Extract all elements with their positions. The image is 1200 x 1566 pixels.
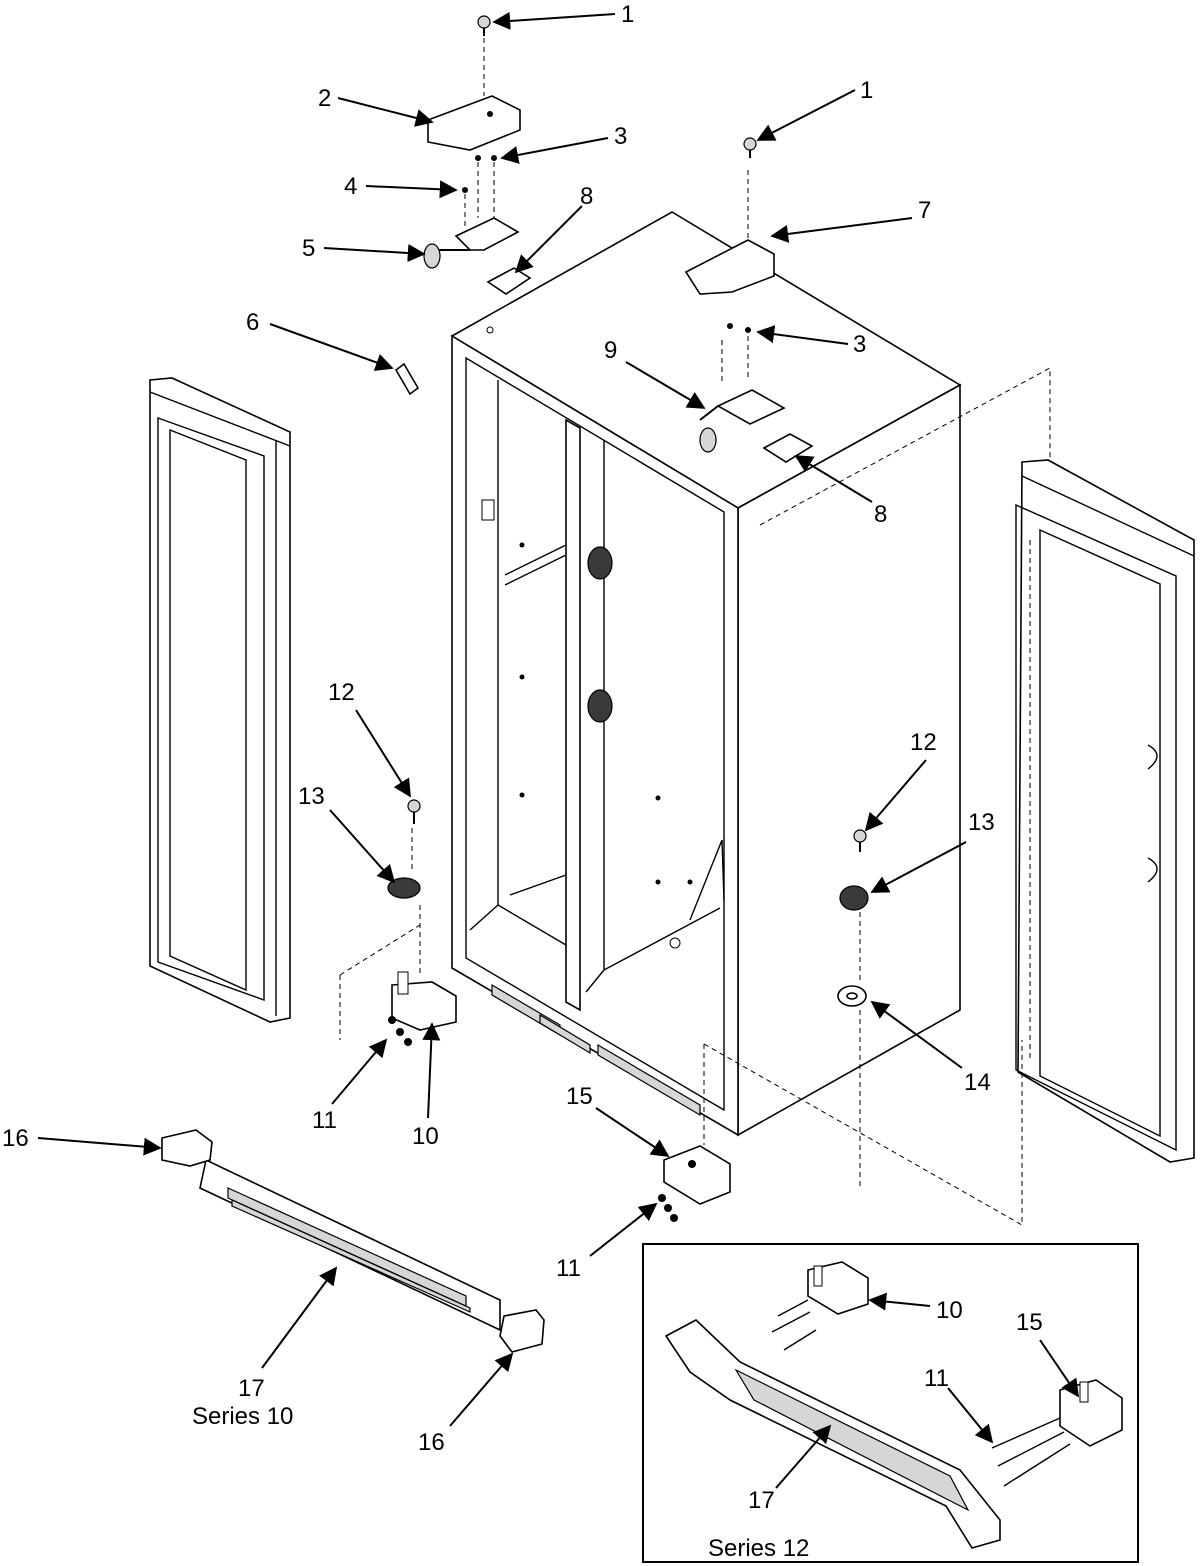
top-left-hinge-assembly (423, 15, 532, 295)
grille-series-10 (161, 1129, 545, 1353)
callout-11-series-12: 11 (924, 1365, 949, 1392)
callout-10: 10 (412, 1123, 439, 1150)
lower-left-hinge-assembly (339, 799, 457, 1046)
callout-17-series-12: 17 (748, 1487, 775, 1514)
lower-right-hinge-assembly (658, 367, 1051, 1226)
callout-9: 9 (604, 337, 617, 364)
fresh-food-door (1015, 459, 1195, 1163)
callout-3-right: 3 (853, 331, 866, 358)
callout-14: 14 (964, 1069, 991, 1096)
series-12-caption: Series 12 (708, 1535, 809, 1562)
callout-15-series-12: 15 (1016, 1309, 1043, 1336)
callout-2: 2 (318, 85, 331, 112)
right-side-hinge-parts (837, 829, 869, 1190)
series-12-inset (642, 1243, 1139, 1563)
callout-7: 7 (918, 197, 931, 224)
callout-10-series-12: 10 (936, 1297, 963, 1324)
callout-12-right: 12 (910, 729, 937, 756)
series-10-caption: Series 10 (192, 1403, 293, 1430)
freezer-door (149, 377, 291, 1023)
callout-13-left: 13 (298, 783, 325, 810)
callout-4: 4 (344, 173, 357, 200)
callout-1-top-right: 1 (860, 77, 873, 104)
callout-labels: 1 1 2 3 3 4 5 6 7 8 8 9 10 10 11 11 11 1… (2, 1, 1043, 1562)
refrigerator-cabinet (450, 211, 962, 1137)
callout-3-left: 3 (614, 123, 627, 150)
callout-13-right: 13 (968, 809, 995, 836)
callout-8-left: 8 (580, 183, 593, 210)
callout-6: 6 (246, 309, 259, 336)
callout-17: 17 (238, 1375, 265, 1402)
callout-11-left: 11 (312, 1107, 337, 1134)
callout-8-right: 8 (874, 501, 887, 528)
callout-11-middle: 11 (556, 1255, 581, 1282)
callout-16-right: 16 (418, 1429, 445, 1456)
callout-leaders (37, 11, 1080, 1489)
callout-16-left: 16 (2, 1125, 29, 1152)
top-right-hinge-assembly (684, 137, 814, 463)
callout-5: 5 (302, 235, 315, 262)
callout-1-top-left: 1 (621, 1, 634, 28)
callout-15: 15 (566, 1083, 593, 1110)
callout-12-left: 12 (328, 679, 355, 706)
hinge-pin (394, 362, 420, 396)
